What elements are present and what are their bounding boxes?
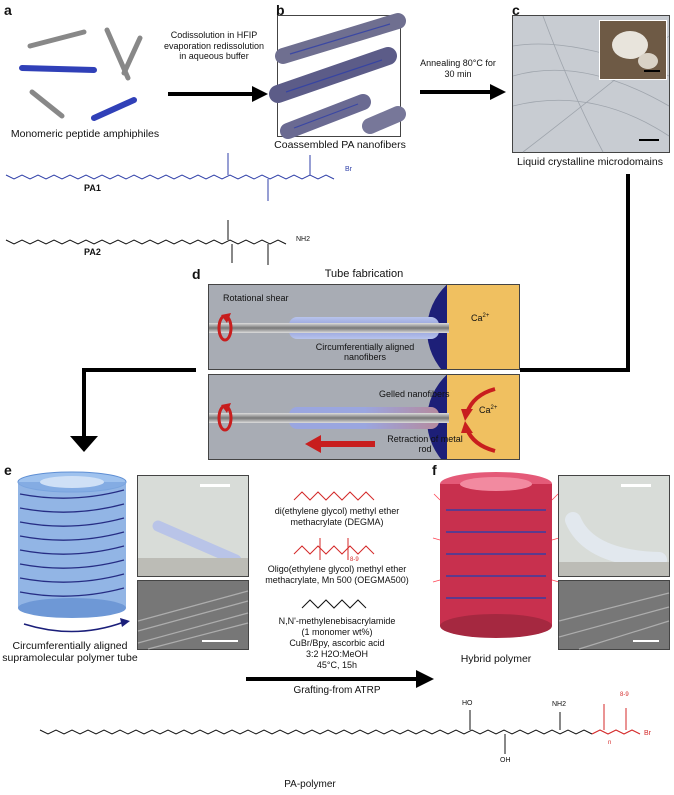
crosslinker-structure bbox=[301, 599, 367, 609]
label-oh: OH bbox=[500, 757, 511, 764]
monomer-gray-4 bbox=[121, 35, 143, 76]
panel-letter-e: e bbox=[4, 462, 12, 478]
label-ho: HO bbox=[462, 700, 473, 707]
monomer-blue-2 bbox=[91, 97, 137, 121]
scale-bar-e-photo bbox=[200, 484, 230, 487]
condition-2: CuBr/Bpy, ascorbic acid bbox=[289, 638, 385, 648]
fiber-4 bbox=[362, 106, 406, 134]
polymer-chain bbox=[591, 729, 641, 735]
scale-bar-f-photo bbox=[621, 484, 651, 487]
pa2-nh2-label: NH2 bbox=[296, 236, 311, 243]
label-ca-1: Ca2+ bbox=[471, 313, 490, 323]
panel-letter-c: c bbox=[512, 2, 520, 18]
title-tube-fabrication: Tube fabrication bbox=[324, 268, 404, 280]
panel-letter-a: a bbox=[4, 2, 12, 18]
calcium-influx-arrows bbox=[461, 387, 496, 453]
monomer-blue-1 bbox=[19, 65, 97, 73]
label-br-polymer: Br bbox=[644, 730, 651, 737]
metal-rod-2 bbox=[209, 413, 449, 423]
label-gelled-nanofibers: Gelled nanofibers bbox=[379, 389, 450, 399]
fiber-2 bbox=[269, 47, 397, 103]
condition-1: (1 monomer wt%) bbox=[301, 627, 373, 637]
label-oegma: Oligo(ethylene glycol) methyl ether meth… bbox=[265, 564, 409, 585]
inset-polarized bbox=[599, 20, 667, 80]
label-rotational-shear: Rotational shear bbox=[223, 293, 289, 303]
fabrication-step-2: Gelled nanofibers Retraction of metal ro… bbox=[208, 374, 520, 460]
label-crosslinker: N,N'-methylenebisacrylamide bbox=[278, 616, 396, 626]
label-repeat-n: n bbox=[608, 740, 612, 746]
condition-3: 3:2 H2O:MeOH bbox=[305, 649, 369, 659]
fabrication-step-1: Rotational shear Circumferentially align… bbox=[208, 284, 520, 370]
rotation-arrow-2 bbox=[217, 403, 233, 432]
microscopy-image bbox=[512, 15, 670, 153]
label-retraction: Retraction of metal rod bbox=[387, 434, 463, 454]
caption-coassembled: Coassembled PA nanofibers bbox=[274, 139, 406, 151]
label-pa1: PA1 bbox=[84, 183, 101, 193]
caption-liquid-crystalline: Liquid crystalline microdomains bbox=[517, 156, 663, 168]
arrow-d-to-e bbox=[70, 436, 98, 452]
sem-image-f bbox=[558, 580, 670, 650]
nanofibers-svg bbox=[269, 13, 406, 139]
label-repeat-m: 8-9 bbox=[620, 692, 629, 698]
calcium-bath-1 bbox=[447, 285, 519, 369]
label-nh2: NH2 bbox=[552, 701, 567, 708]
metal-rod-1 bbox=[209, 323, 449, 333]
caption-pa-polymer: PA-polymer bbox=[284, 779, 336, 790]
label-degma: di(ethylene glycol) methyl ether methacr… bbox=[274, 506, 400, 527]
arrow-a-to-b bbox=[168, 86, 268, 102]
photo-tube-in-vial bbox=[137, 475, 249, 577]
condition-4: 45°C, 15h bbox=[316, 660, 358, 670]
microdomain-texture bbox=[512, 15, 670, 153]
rotation-arrow-1 bbox=[217, 313, 233, 342]
pa-structures bbox=[5, 153, 335, 265]
label-grafting-from-atrp: Grafting-from ATRP bbox=[293, 685, 381, 696]
circumferential-arrow bbox=[23, 618, 130, 633]
monomer-gray-3 bbox=[29, 89, 65, 119]
pa1-br-label: Br bbox=[345, 166, 352, 173]
retraction-arrow bbox=[305, 435, 375, 453]
supramolecular-tube bbox=[17, 471, 127, 618]
arrow-text-codissolution: Codissolution in HFIP evaporation rediss… bbox=[163, 30, 265, 61]
caption-hybrid-polymer: Hybrid polymer bbox=[460, 653, 532, 665]
pa1-backbone bbox=[5, 174, 335, 180]
connector-d-vertical bbox=[82, 368, 86, 440]
panel-letter-b: b bbox=[276, 2, 285, 18]
connector-c-vertical bbox=[626, 174, 630, 372]
connector-d-horizontal bbox=[82, 368, 196, 372]
arrow-b-to-c bbox=[420, 84, 506, 100]
arrow-text-annealing: Annealing 80°C for 30 min bbox=[420, 58, 496, 79]
nanofiber-render bbox=[269, 13, 406, 139]
connector-c-horizontal bbox=[520, 368, 630, 372]
label-aligned-nanofibers: Circumferentially aligned nanofibers bbox=[315, 342, 415, 362]
caption-monomeric: Monomeric peptide amphiphiles bbox=[10, 128, 160, 140]
pa2-backbone bbox=[5, 239, 287, 245]
sem-image-e bbox=[137, 580, 249, 650]
label-pa2: PA2 bbox=[84, 247, 101, 257]
arrow-e-to-f bbox=[246, 670, 434, 688]
pa-polymer-structure bbox=[39, 704, 641, 754]
monomer-illustration bbox=[19, 27, 143, 121]
pa-polymer-backbone bbox=[39, 729, 593, 735]
photo-hybrid-in-vial bbox=[558, 475, 670, 577]
panel-letter-f: f bbox=[432, 462, 437, 478]
oegma-structure bbox=[293, 538, 375, 560]
panel-letter-d: d bbox=[192, 266, 201, 282]
caption-supramolecular-tube: Circumferentially aligned supramolecular… bbox=[2, 640, 138, 664]
oegma-repeat: 8-9 bbox=[350, 557, 359, 563]
monomer-gray-1 bbox=[27, 29, 87, 49]
hybrid-polymer-tube bbox=[432, 472, 560, 638]
label-ca-2: Ca2+ bbox=[479, 405, 498, 415]
degma-structure bbox=[293, 491, 375, 501]
